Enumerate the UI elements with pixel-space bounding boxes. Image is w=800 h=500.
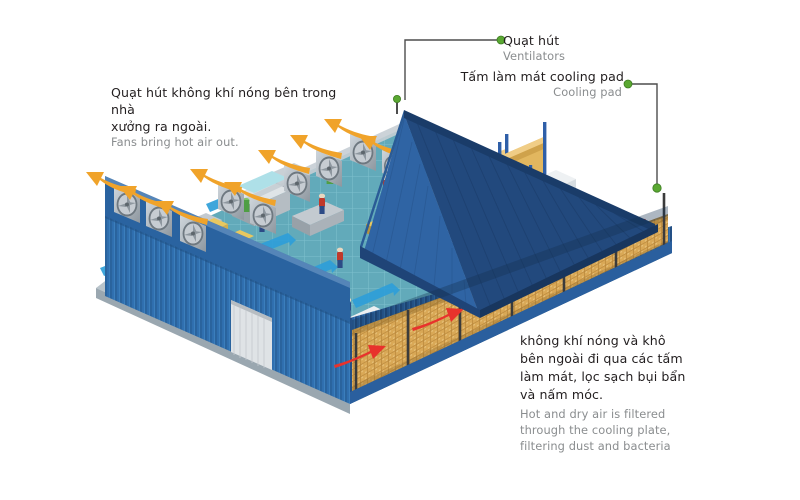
exhaust-arrow [224,182,276,206]
annotation-fans-exhaust-en: Fans bring hot air out. [111,135,239,149]
exhaust-fan [250,197,276,234]
leader-dot-cooling-pad [623,79,633,89]
annotation-cooling-pad: Tấm làm mát cooling pad Cooling pad [452,68,624,100]
leader-dots [496,35,662,193]
exhaust-fan [284,165,310,202]
annotation-hot-dry-air-en: Hot and dry air is filtered through the … [520,407,671,453]
exhaust-arrow [290,135,342,159]
exhaust-arrow [258,150,310,174]
roof-ventilator [392,95,401,114]
annotation-hot-dry-air-vi: không khí nóng và khô bên ngoài đi qua c… [520,333,686,402]
roller-door [231,300,272,370]
exhaust-fan [316,150,342,187]
annotation-fans-exhaust-vi: Quạt hút không khí nóng bên trong nhà xư… [111,85,337,134]
leader-ventilators [404,39,499,100]
annotation-ventilators-en: Ventilators [503,49,566,63]
leader-endpoint-cooling-pad [652,183,662,193]
exhaust-fan [114,186,140,223]
annotation-ventilators-vi: Quạt hút [503,33,560,48]
exhaust-arrow [156,201,208,225]
exhaust-arrow [119,186,170,210]
exhaust-fan [218,183,244,220]
annotation-ventilators: Quạt hút Ventilators [503,32,623,64]
annotation-cooling-pad-vi: Tấm làm mát cooling pad [460,69,624,84]
leader-lines [404,39,658,186]
leader-dot-ventilators [496,35,506,45]
intake-arrow [334,345,386,368]
annotation-fans-exhaust: Quạt hút không khí nóng bên trong nhà xư… [111,84,346,150]
exhaust-fan [180,215,206,252]
roof [352,110,668,330]
annotation-hot-dry-air: không khí nóng và khô bên ngoài đi qua c… [520,332,692,454]
hot-air-exhaust-arrows [86,119,406,225]
leader-cooling-pad [630,83,658,186]
annotation-cooling-pad-en: Cooling pad [553,85,622,99]
intake-arrow [412,308,464,331]
